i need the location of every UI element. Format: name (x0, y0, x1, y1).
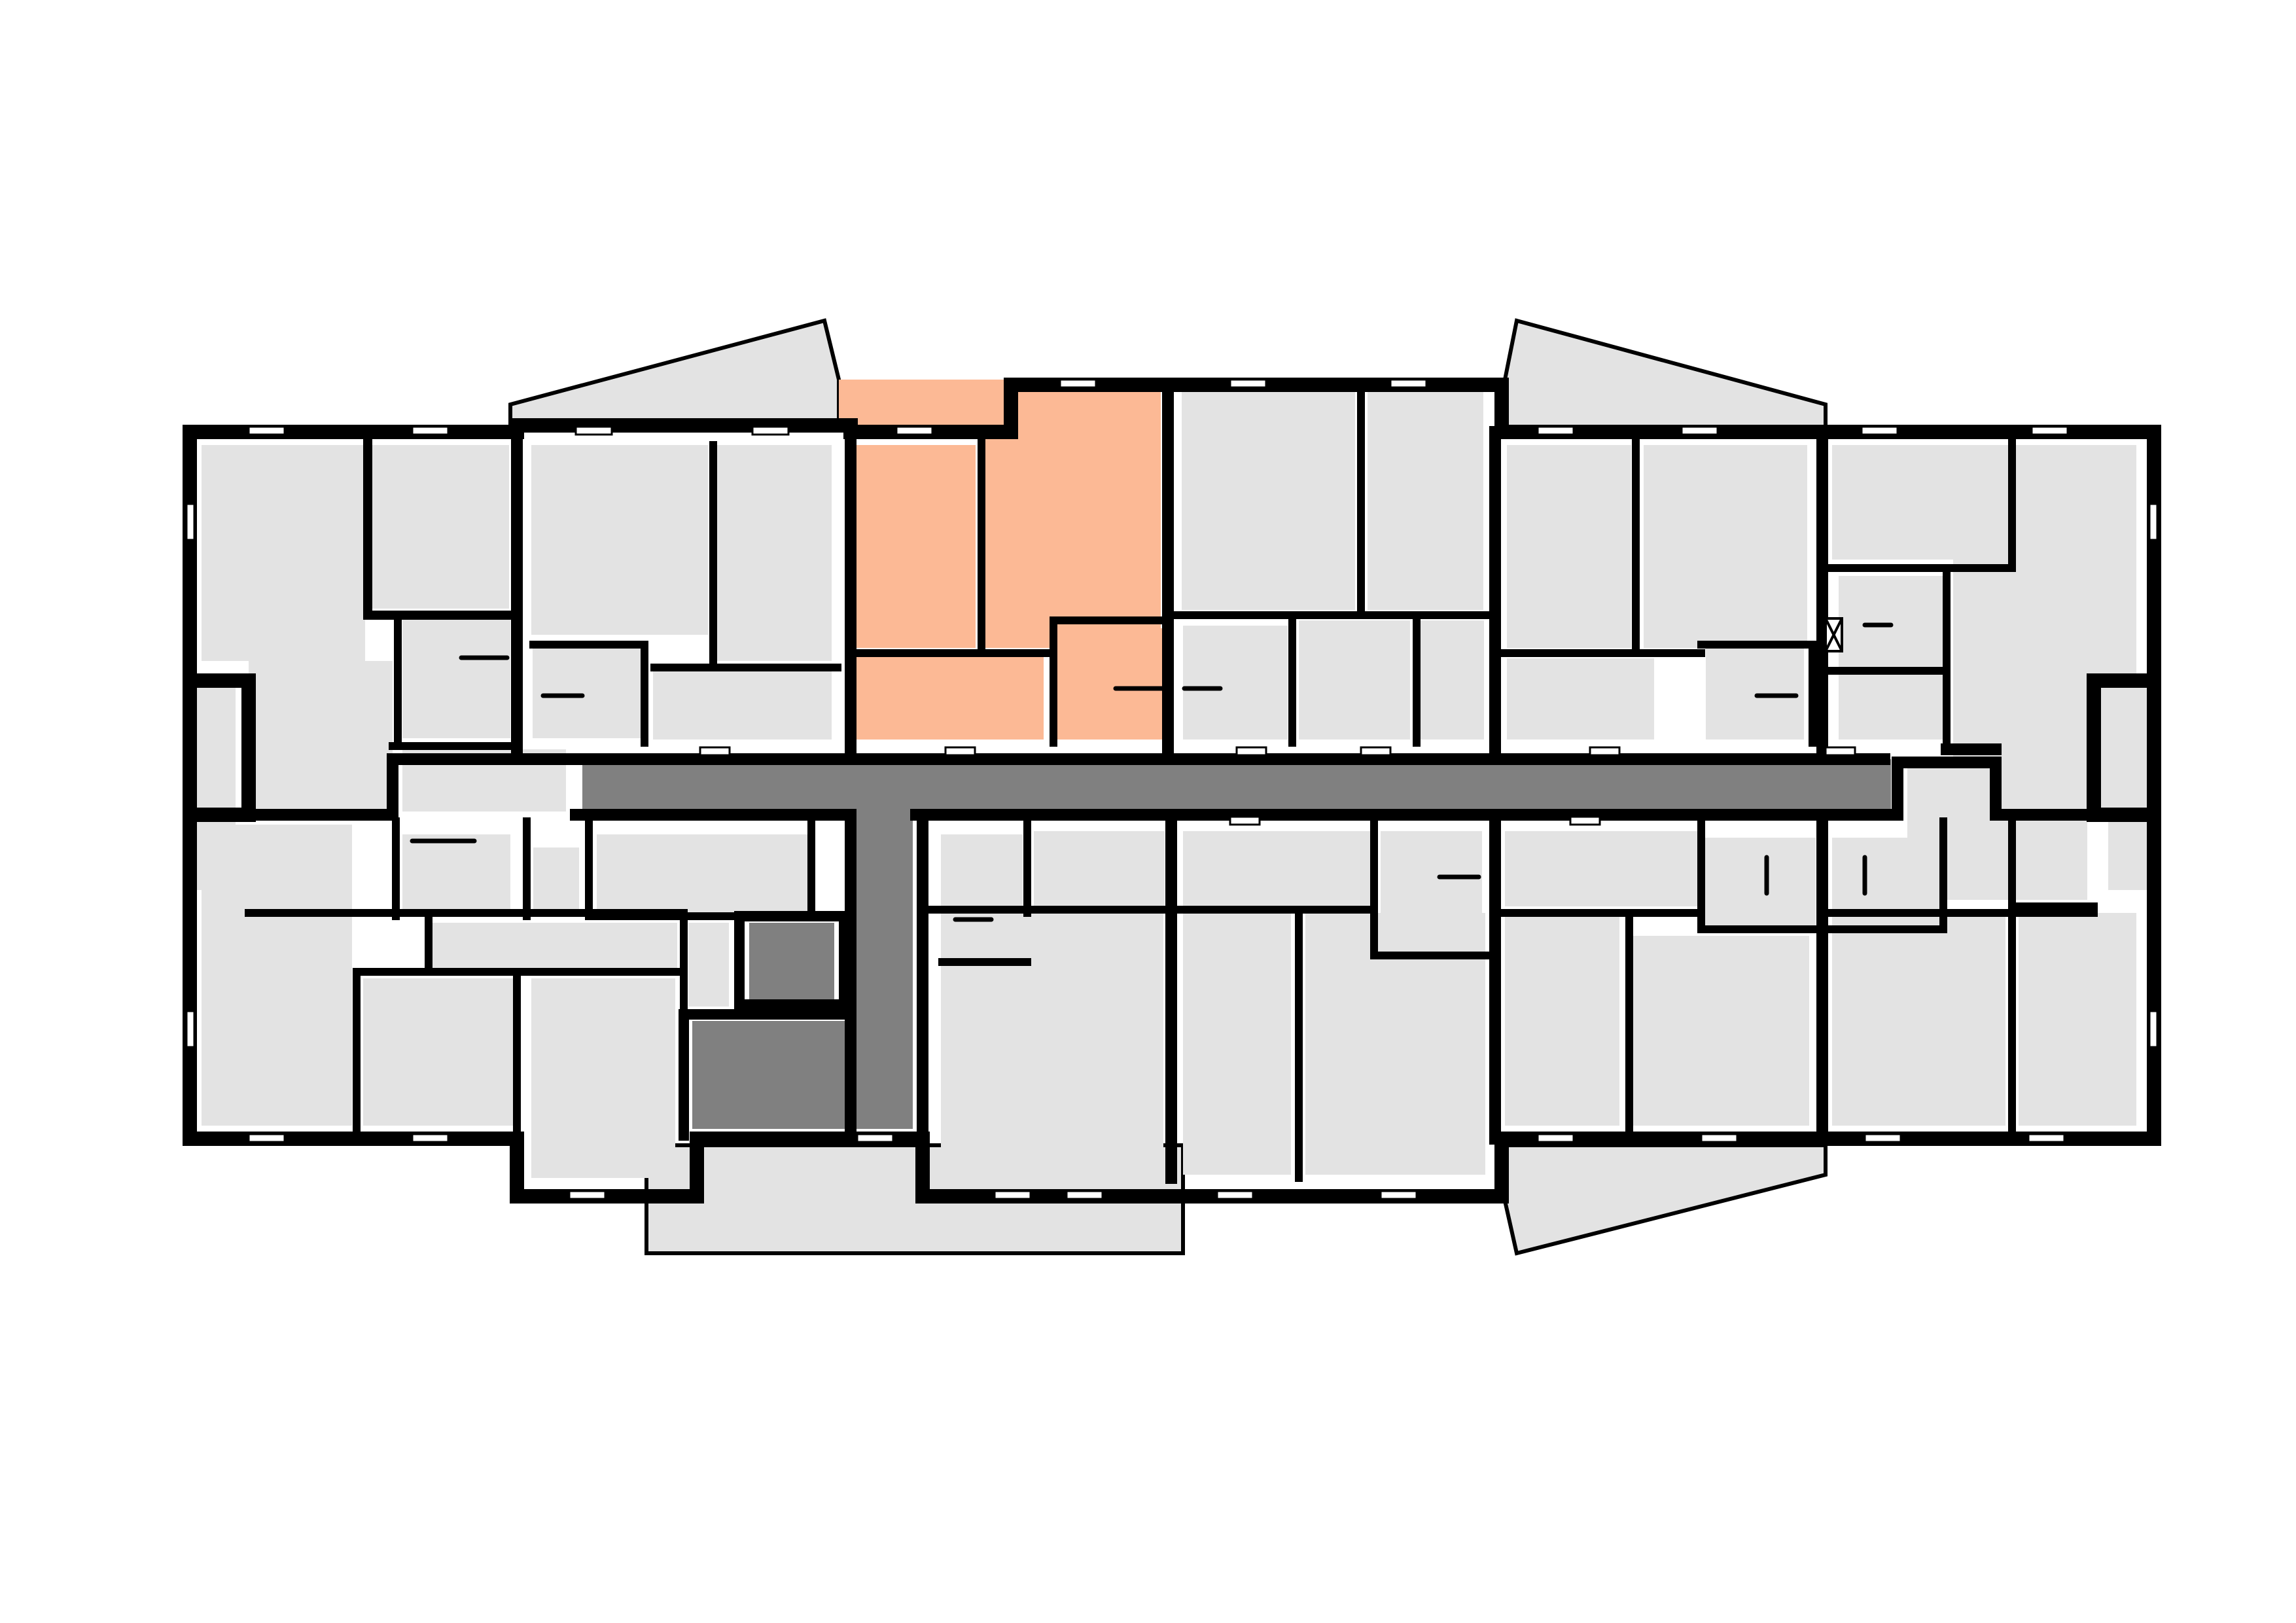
room-e-room-2[interactable] (1644, 445, 1807, 648)
room-se-bath-1[interactable] (1704, 838, 1816, 926)
room-sw-room-3[interactable] (531, 978, 675, 1178)
highlighted-h-room-1[interactable] (854, 445, 976, 648)
common-lift (749, 923, 834, 1001)
common-stair (692, 1021, 848, 1129)
room-s-hall-e[interactable] (1505, 831, 1698, 906)
vent-shaft-icon (1824, 617, 1843, 652)
highlighted-h-balcony[interactable] (839, 380, 1012, 425)
room-w-wc-1[interactable] (533, 648, 641, 738)
room-c-top-2[interactable] (1368, 391, 1483, 610)
room-sw-kitchen[interactable] (597, 834, 813, 916)
highlighted-h-bath[interactable] (1055, 628, 1162, 740)
room-e-hall[interactable] (1507, 658, 1654, 740)
windows (185, 378, 2159, 1200)
room-s-hall-c[interactable] (1183, 831, 1373, 906)
room-sw-room-1[interactable] (202, 825, 352, 1126)
room-s-room-e2[interactable] (1633, 936, 1809, 1126)
room-s-room-e1[interactable] (1505, 916, 1619, 1126)
common-areas (582, 759, 1891, 1129)
room-s-room-c1[interactable] (1183, 913, 1291, 1175)
door-swings (410, 622, 1894, 922)
room-ne-hall[interactable] (1839, 674, 1945, 740)
room-w-bath-1[interactable] (402, 618, 510, 738)
room-c-room-s2[interactable] (1420, 620, 1484, 740)
room-c-bath-1[interactable] (1183, 626, 1288, 740)
room-se-room-1[interactable] (2019, 913, 2136, 1126)
room-u2-room-b[interactable] (717, 445, 832, 661)
common-corridor-stem (854, 815, 913, 1129)
interior-walls (243, 380, 2100, 1184)
room-s-kitchen-c[interactable] (1034, 831, 1165, 906)
room-sw-room-2[interactable] (363, 978, 514, 1126)
room-sw-store[interactable] (688, 923, 729, 1007)
room-c-room-s[interactable] (1299, 620, 1410, 740)
room-se-room-2[interactable] (1832, 916, 2005, 1126)
apartment-rooms (190, 391, 2154, 1178)
room-e-strip-r[interactable] (2108, 681, 2154, 890)
highlighted-h-hall[interactable] (854, 657, 1044, 740)
room-sw-bath[interactable] (402, 834, 510, 916)
room-w-corner-2[interactable] (249, 661, 393, 812)
common-corridor (582, 759, 1891, 815)
room-ne-bath[interactable] (1839, 576, 1945, 668)
room-u2-hall[interactable] (653, 671, 832, 740)
room-s-room-w[interactable] (941, 913, 1163, 1175)
room-sw-wc[interactable] (533, 847, 579, 916)
room-sw-hall[interactable] (432, 923, 677, 970)
room-c-top-1[interactable] (1182, 391, 1355, 610)
room-w-room-top[interactable] (372, 445, 509, 609)
room-u2-room-a[interactable] (531, 445, 708, 635)
room-e-room-1[interactable] (1507, 445, 1631, 648)
highlighted-apartment[interactable] (839, 380, 1162, 740)
room-w-corner-1[interactable] (202, 445, 365, 661)
